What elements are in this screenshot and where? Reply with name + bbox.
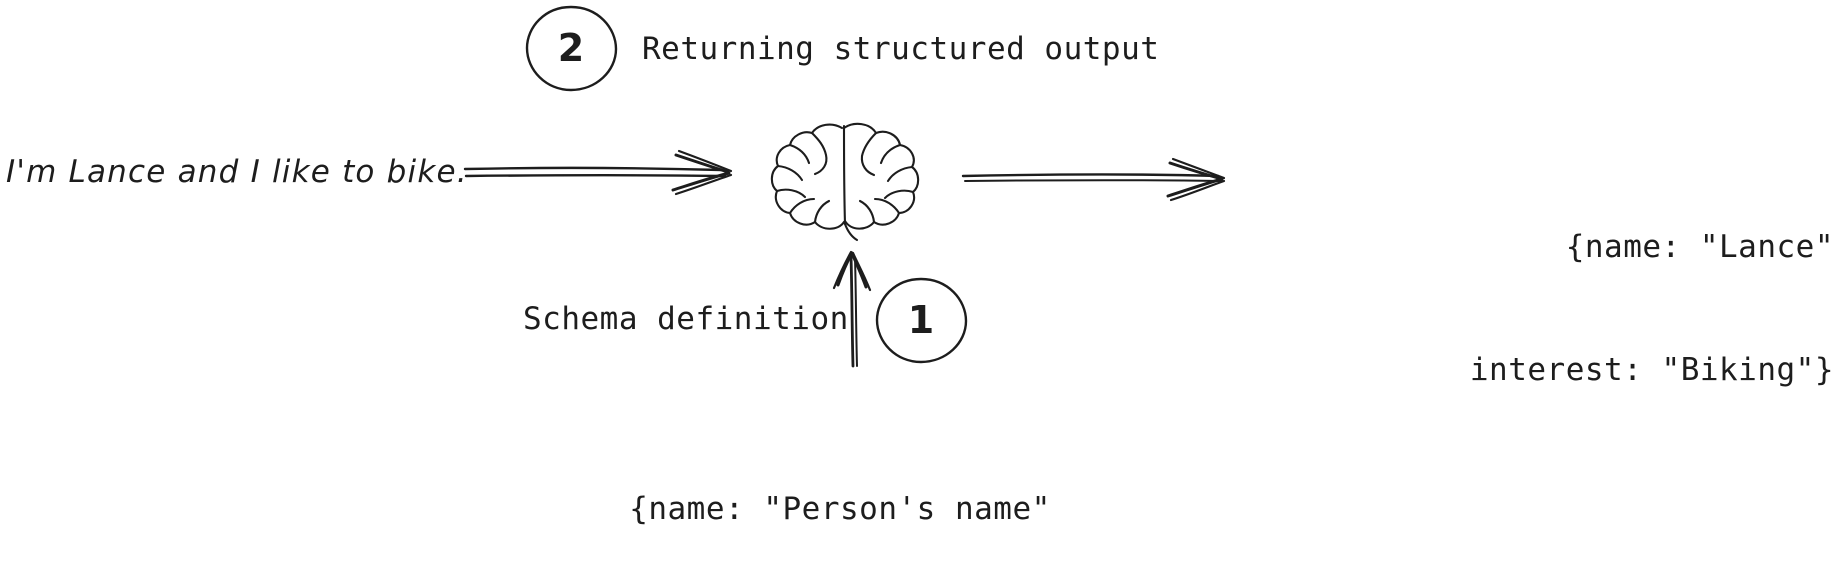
step-1-label: Schema definition bbox=[523, 301, 849, 337]
output-json: {name: "Lance" interest: "Biking"} bbox=[1242, 145, 1834, 473]
output-json-line-2: interest: "Biking"} bbox=[1469, 352, 1834, 388]
schema-json-line-1: {name: "Person's name" bbox=[629, 491, 1051, 527]
step-badge-2: 2 bbox=[528, 5, 614, 91]
step-badge-1-number: 1 bbox=[907, 298, 935, 342]
arrow-input-to-model bbox=[463, 149, 733, 196]
brain-icon bbox=[770, 122, 920, 242]
step-badge-2-number: 2 bbox=[557, 26, 585, 70]
output-json-line-1: {name: "Lance" bbox=[1565, 229, 1834, 265]
step-badge-1: 1 bbox=[878, 277, 964, 363]
input-text: I'm Lance and I like to bike. bbox=[6, 154, 468, 190]
arrow-model-to-output bbox=[961, 157, 1226, 202]
step-2-label: Returning structured output bbox=[642, 31, 1160, 67]
schema-json: {name: "Person's name" interest: "Person… bbox=[560, 407, 1120, 566]
